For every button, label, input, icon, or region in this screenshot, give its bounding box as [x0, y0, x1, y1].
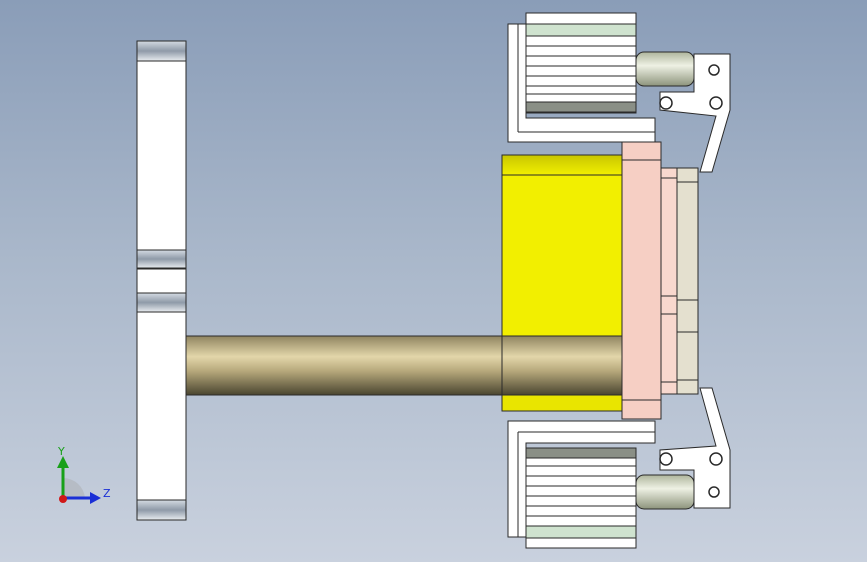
motor-body[interactable]	[501, 154, 624, 412]
y-axis-label: Y	[57, 445, 65, 458]
origin-dot	[59, 495, 67, 503]
z-axis-label: Z	[103, 487, 111, 500]
gear-head[interactable]	[676, 167, 699, 395]
triad-plane	[63, 477, 85, 498]
upper-clamp[interactable]	[507, 12, 731, 173]
y-axis-arrow	[57, 456, 69, 468]
z-axis-arrow	[90, 492, 101, 504]
lower-clamp[interactable]	[507, 387, 731, 549]
adapter-plate[interactable]	[621, 141, 678, 420]
flange-disk[interactable]	[136, 40, 187, 521]
axis-triad: Y Z	[57, 445, 111, 504]
